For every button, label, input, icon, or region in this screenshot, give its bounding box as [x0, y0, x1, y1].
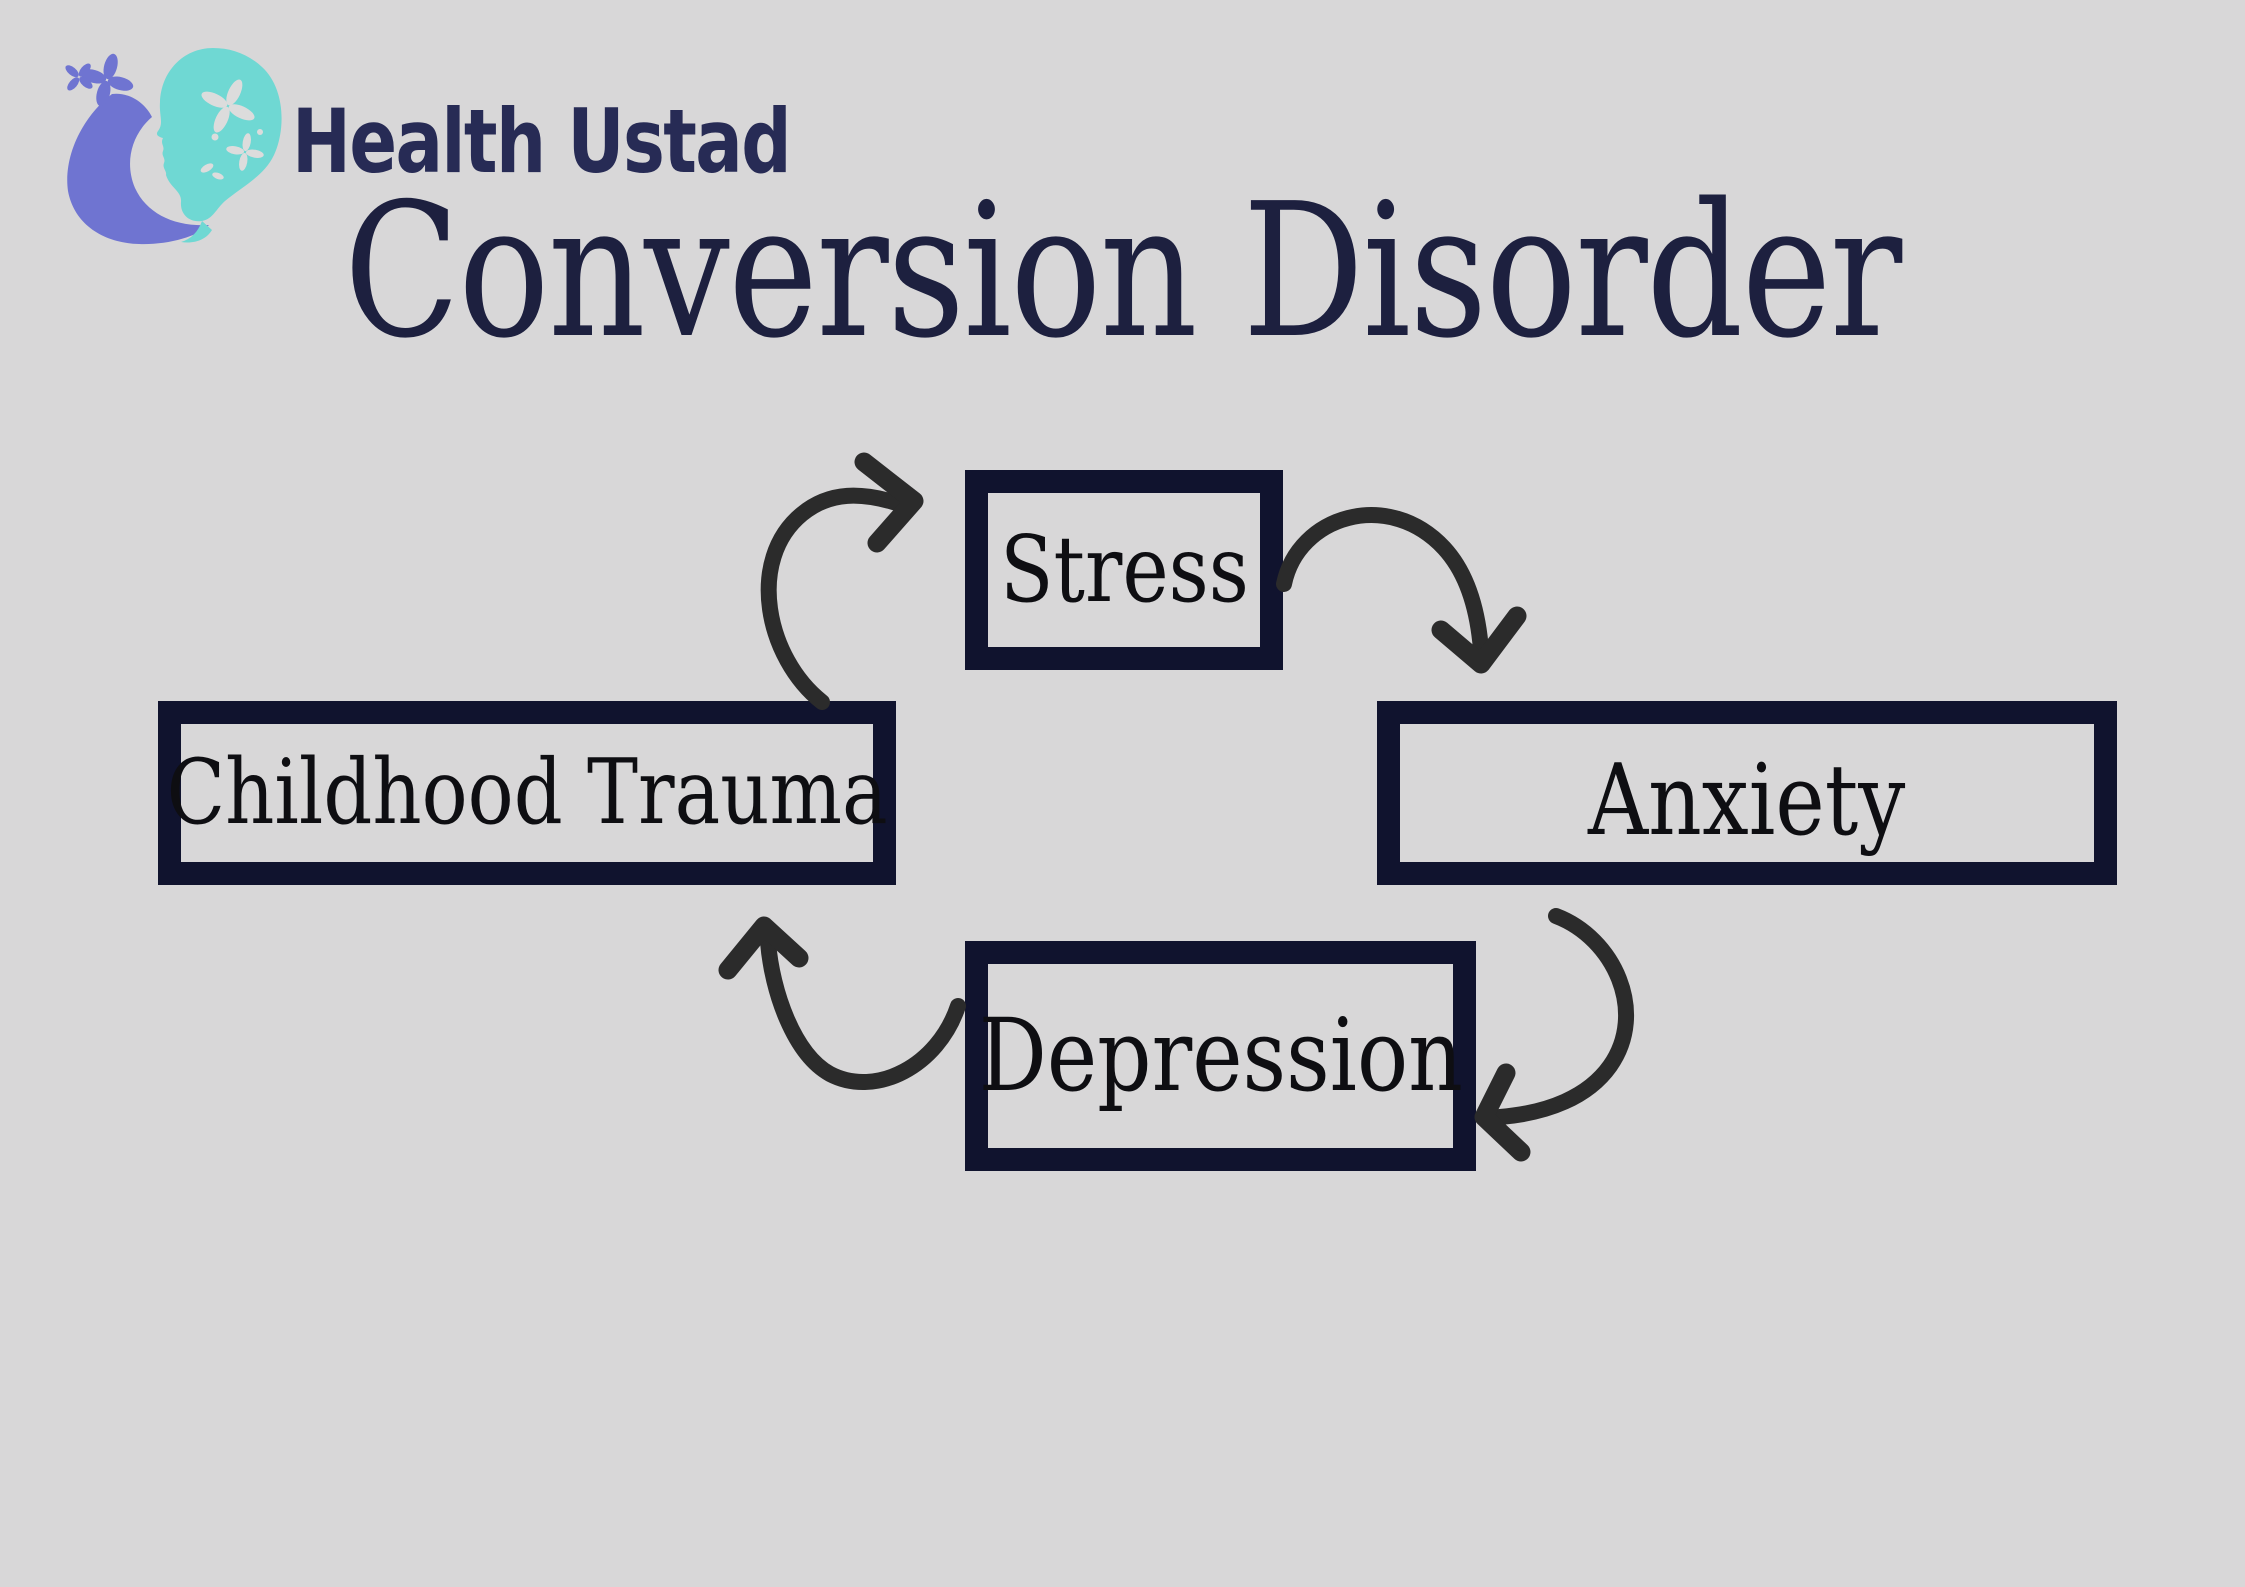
arrow-childhood-trauma-to-stress-icon	[760, 452, 924, 710]
arrow-depression-to-childhood-trauma-icon	[718, 916, 966, 1090]
node-stress: Stress	[965, 470, 1283, 670]
logo-crescent-icon	[67, 93, 209, 245]
page-title-text: Conversion Disorder	[344, 163, 1902, 379]
page-title: Conversion Disorder	[0, 165, 2245, 378]
brand-name: Health Ustad	[292, 90, 792, 193]
node-anxiety: Anxiety	[1377, 701, 2117, 885]
arrow-stress-to-anxiety-icon	[1276, 507, 1527, 674]
logo-white-flower-icon	[200, 79, 264, 180]
node-childhood-trauma: Childhood Trauma	[158, 701, 896, 885]
node-depression: Depression	[965, 941, 1476, 1171]
node-childhood-trauma-label: Childhood Trauma	[166, 740, 888, 845]
node-depression-label: Depression	[978, 997, 1463, 1114]
node-stress-label: Stress	[999, 516, 1249, 623]
logo-flower-icon	[65, 53, 134, 107]
logo-face-head-icon	[156, 48, 282, 243]
brand-logo	[65, 48, 282, 245]
node-anxiety-label: Anxiety	[1588, 744, 1906, 858]
arrow-anxiety-to-depression-icon	[1474, 908, 1634, 1162]
